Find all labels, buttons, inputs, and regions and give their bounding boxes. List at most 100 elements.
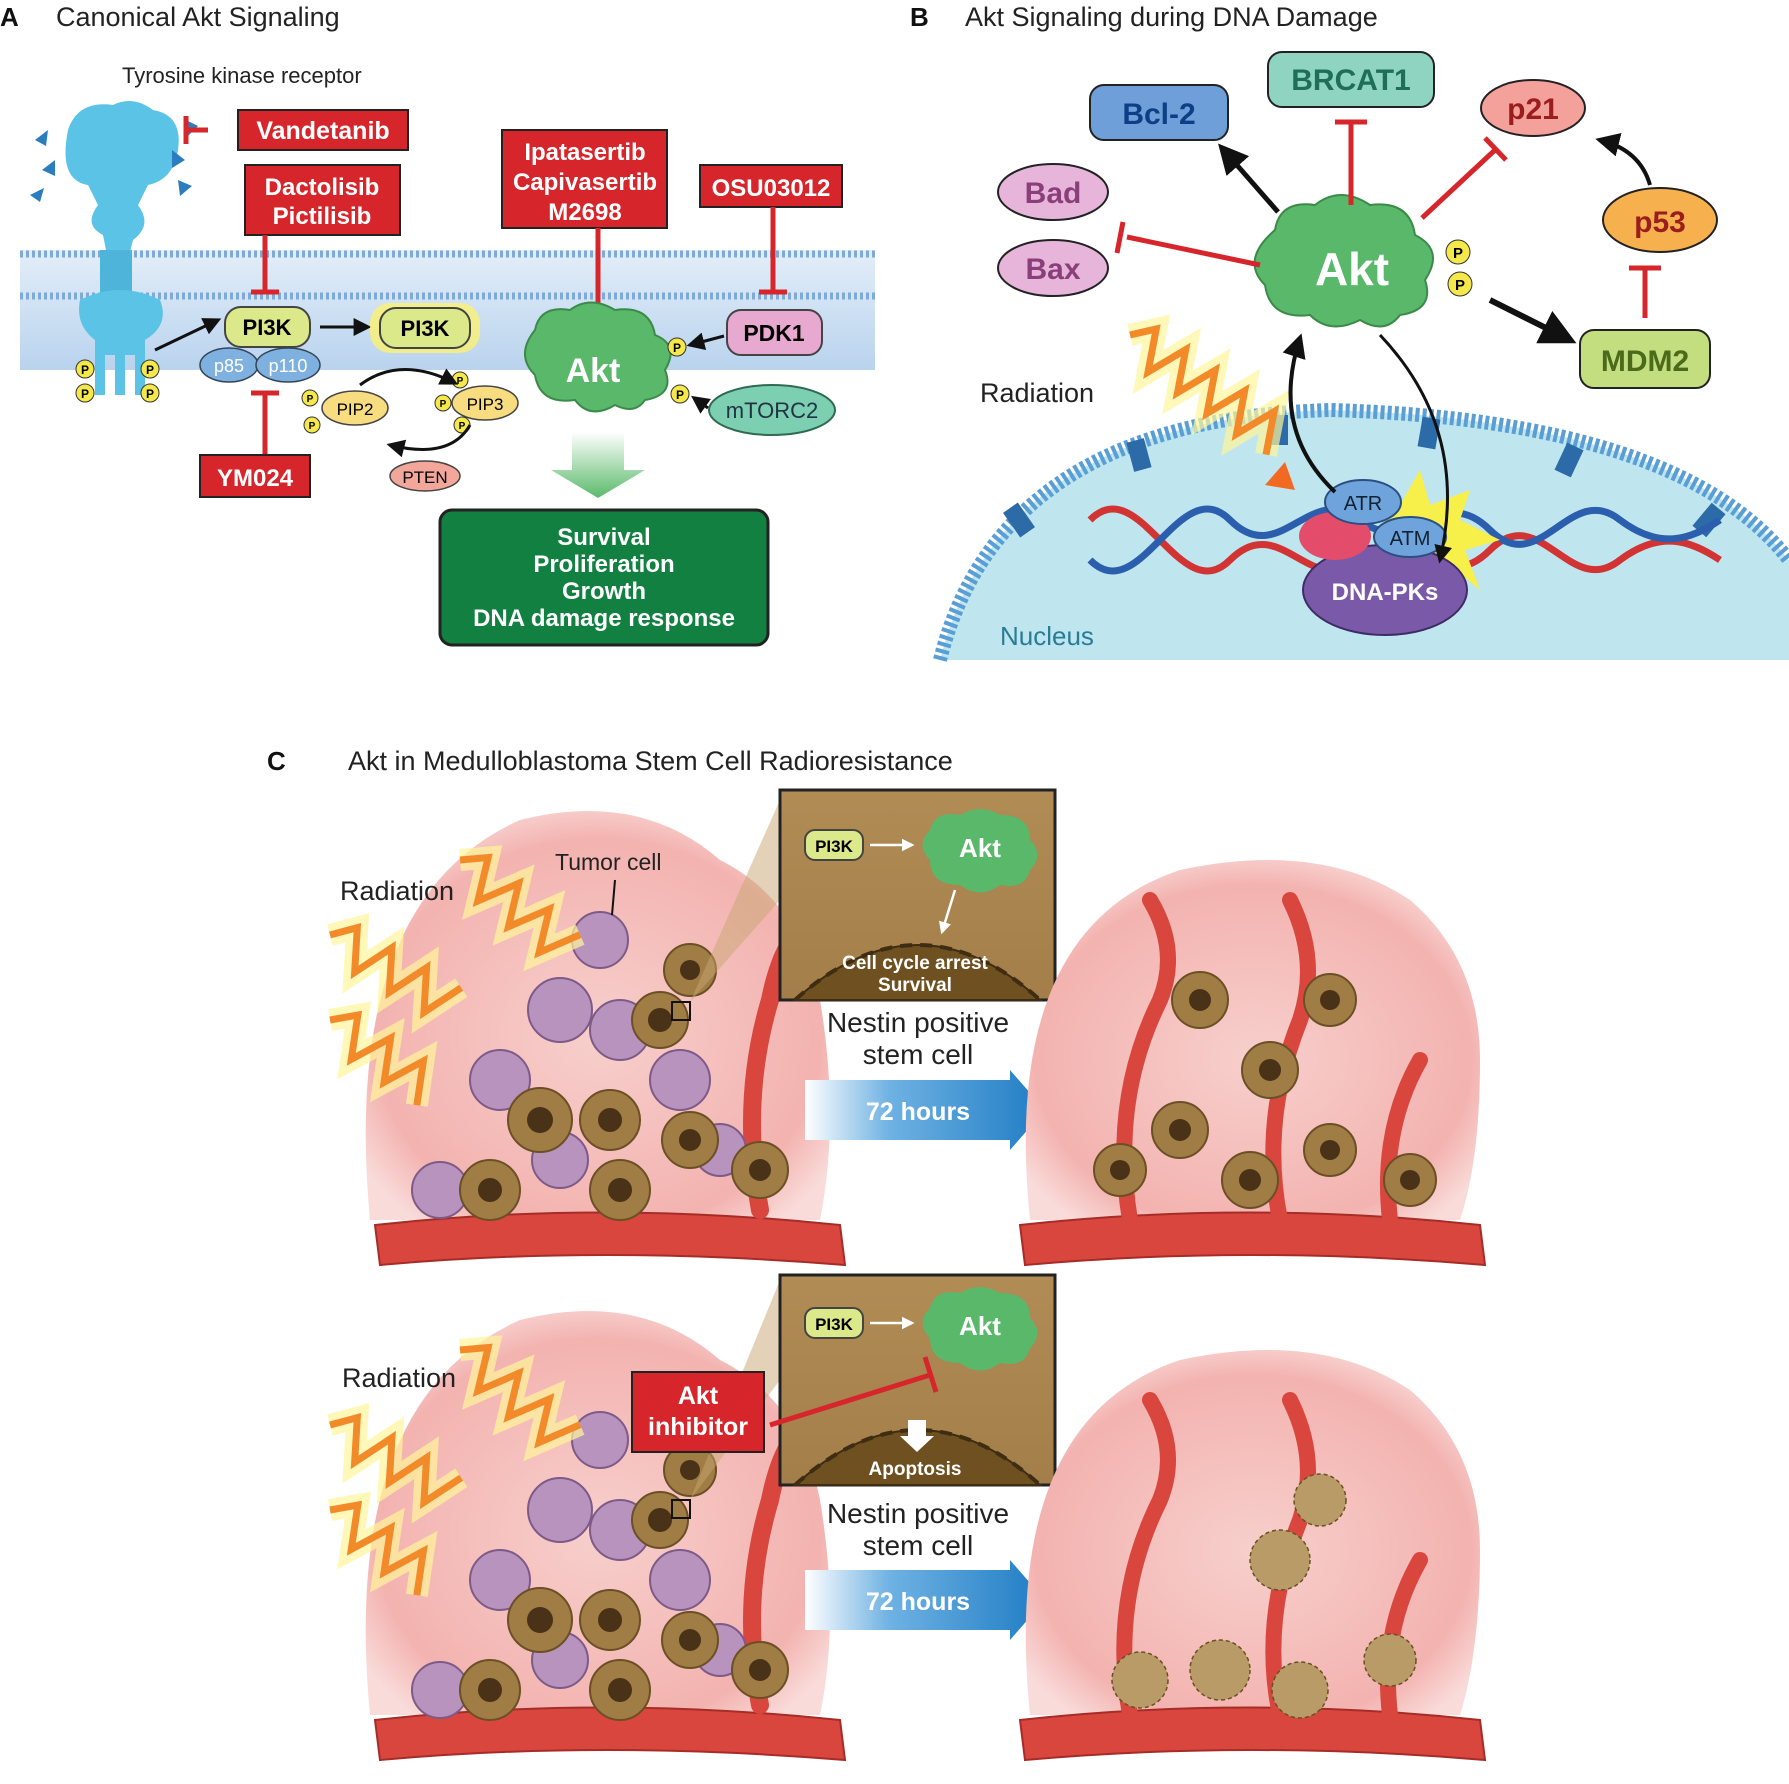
- pi3k-label: PI3K: [243, 315, 292, 340]
- svg-text:Bcl-2: Bcl-2: [1122, 98, 1195, 131]
- receptor-label: Tyrosine kinase receptor: [122, 63, 362, 88]
- receptor-phospho-sites: P P P P: [75, 359, 160, 403]
- osu-box: [699, 164, 843, 208]
- svg-text:PI3K: PI3K: [815, 1315, 854, 1334]
- nestin-label-bottom-1: Nestin positive: [827, 1498, 1009, 1529]
- atm-label: ATM: [1390, 528, 1431, 550]
- drug-vandetanib: Vandetanib: [256, 117, 389, 145]
- tumor-before-top: [365, 800, 847, 1267]
- time-arrow-bottom: [805, 1560, 1045, 1640]
- radiation-waves-c-bottom: [327, 1335, 585, 1597]
- svg-text:Akt: Akt: [959, 833, 1001, 863]
- svg-text:BRCAT1: BRCAT1: [1291, 64, 1410, 97]
- svg-text:P: P: [1455, 277, 1465, 294]
- outcome-growth: Growth: [562, 578, 646, 605]
- pi3k-inhibitor-box: [244, 164, 401, 236]
- svg-text:mTORC2: mTORC2: [726, 398, 819, 423]
- inset-bottom-pi3k: [804, 1307, 864, 1339]
- panel-a-title: Canonical Akt Signaling: [56, 2, 340, 32]
- tyrosine-kinase-receptor: [30, 101, 198, 395]
- svg-text:PIP2: PIP2: [337, 400, 374, 419]
- svg-text:PI3K: PI3K: [815, 837, 854, 856]
- panel-c-title: Akt in Medulloblastoma Stem Cell Radiore…: [348, 746, 953, 776]
- nestin-label-top-1: Nestin positive: [827, 1007, 1009, 1038]
- apoptosis-arrow: [900, 1420, 934, 1452]
- nuclear-envelope: [933, 402, 1789, 662]
- svg-text:Bad: Bad: [1025, 177, 1082, 210]
- drug-ipatasertib: Ipatasertib: [524, 139, 645, 166]
- drug-m2698: M2698: [548, 199, 621, 226]
- radiation-label-c-bottom: Radiation: [342, 1363, 456, 1393]
- blood-vessel-top-left: [373, 1211, 847, 1267]
- bax: [997, 239, 1109, 297]
- svg-text:P: P: [309, 421, 316, 432]
- svg-text:P: P: [81, 387, 89, 401]
- panel-a: A Canonical Akt Signaling Tyrosine kinas…: [0, 2, 875, 647]
- panel-c: C Akt in Medulloblastoma Stem Cell Radio…: [267, 746, 1487, 1762]
- akt-inhibitor-c-1: Akt: [678, 1382, 719, 1410]
- outcome-survival: Survival: [557, 524, 650, 551]
- bcl2: [1089, 84, 1229, 141]
- time-label-bottom: 72 hours: [866, 1588, 970, 1616]
- inset-top-pi3k: [804, 829, 864, 861]
- apoptotic-cells: [1111, 1473, 1417, 1719]
- pdk1: [726, 309, 823, 356]
- tumor-after-bottom: [1018, 1350, 1487, 1762]
- zoom-marker-bottom: [671, 1499, 691, 1519]
- akt-label-a: Akt: [566, 352, 621, 390]
- akt-kinase-a: [524, 301, 672, 413]
- outcome-cell-cycle-arrest: Cell cycle arrest: [842, 953, 988, 974]
- radiation-wave-b: [1129, 324, 1280, 456]
- akt-inhibitor-c-2: inhibitor: [648, 1413, 748, 1441]
- panel-c-letter: C: [267, 746, 286, 776]
- akt-inhibitor-c-box: [631, 1371, 765, 1453]
- panel-b-letter: B: [910, 2, 929, 32]
- svg-text:P: P: [146, 387, 154, 401]
- blood-vessel-bottom-right: [1018, 1706, 1487, 1762]
- outcome-proliferation: Proliferation: [533, 551, 674, 578]
- bad: [997, 163, 1109, 221]
- radiation-waves-c-top: [327, 845, 585, 1107]
- drug-dactolisib: Dactolisib: [265, 174, 380, 201]
- panel-b: B Akt Signaling during DNA Damage Nucleu…: [910, 2, 1789, 662]
- dna-damage-complex: DNA-PKs ATR ATM: [1299, 470, 1500, 636]
- blood-vessel-top-right: [1018, 1211, 1487, 1267]
- svg-text:PDK1: PDK1: [743, 320, 805, 346]
- atr-label: ATR: [1344, 493, 1383, 515]
- panel-b-title: Akt Signaling during DNA Damage: [965, 2, 1378, 32]
- brcat1: [1267, 51, 1435, 108]
- inset-bottom-akt: [922, 1287, 1038, 1371]
- svg-text:P: P: [457, 376, 464, 387]
- panel-a-letter: A: [0, 2, 19, 32]
- svg-text:P: P: [440, 399, 447, 410]
- svg-text:P: P: [81, 363, 89, 377]
- drug-osu03012: OSU03012: [712, 175, 831, 202]
- dna-pks-label: DNA-PKs: [1332, 579, 1439, 606]
- svg-text:p21: p21: [1507, 93, 1559, 126]
- drug-pictilisib: Pictilisib: [273, 203, 372, 230]
- nestin-label-bottom-2: stem cell: [863, 1530, 973, 1561]
- tumor-after-top: [1018, 860, 1487, 1267]
- svg-text:P: P: [146, 363, 154, 377]
- svg-text:P: P: [307, 394, 314, 405]
- radiation-label-b: Radiation: [980, 378, 1094, 408]
- svg-text:MDM2: MDM2: [1601, 345, 1689, 378]
- svg-text:PIP3: PIP3: [467, 395, 504, 414]
- svg-text:P: P: [673, 341, 681, 355]
- downstream-arrow: [551, 432, 645, 498]
- p21: [1480, 79, 1586, 137]
- zoom-marker-top: [671, 1001, 691, 1021]
- ym024-box: [199, 454, 311, 498]
- p53: [1602, 187, 1718, 253]
- pi3k-active: [379, 307, 471, 349]
- pten: [389, 460, 461, 492]
- time-label-top: 72 hours: [866, 1098, 970, 1126]
- akt-label-b: Akt: [1315, 243, 1389, 295]
- pi3k-active-label: PI3K: [401, 316, 450, 341]
- outcome-box: [438, 508, 770, 647]
- nucleus-label: Nucleus: [1000, 621, 1094, 651]
- tumor-before-bottom: [365, 1280, 847, 1762]
- svg-text:P: P: [459, 421, 466, 432]
- mdm2: [1579, 329, 1711, 389]
